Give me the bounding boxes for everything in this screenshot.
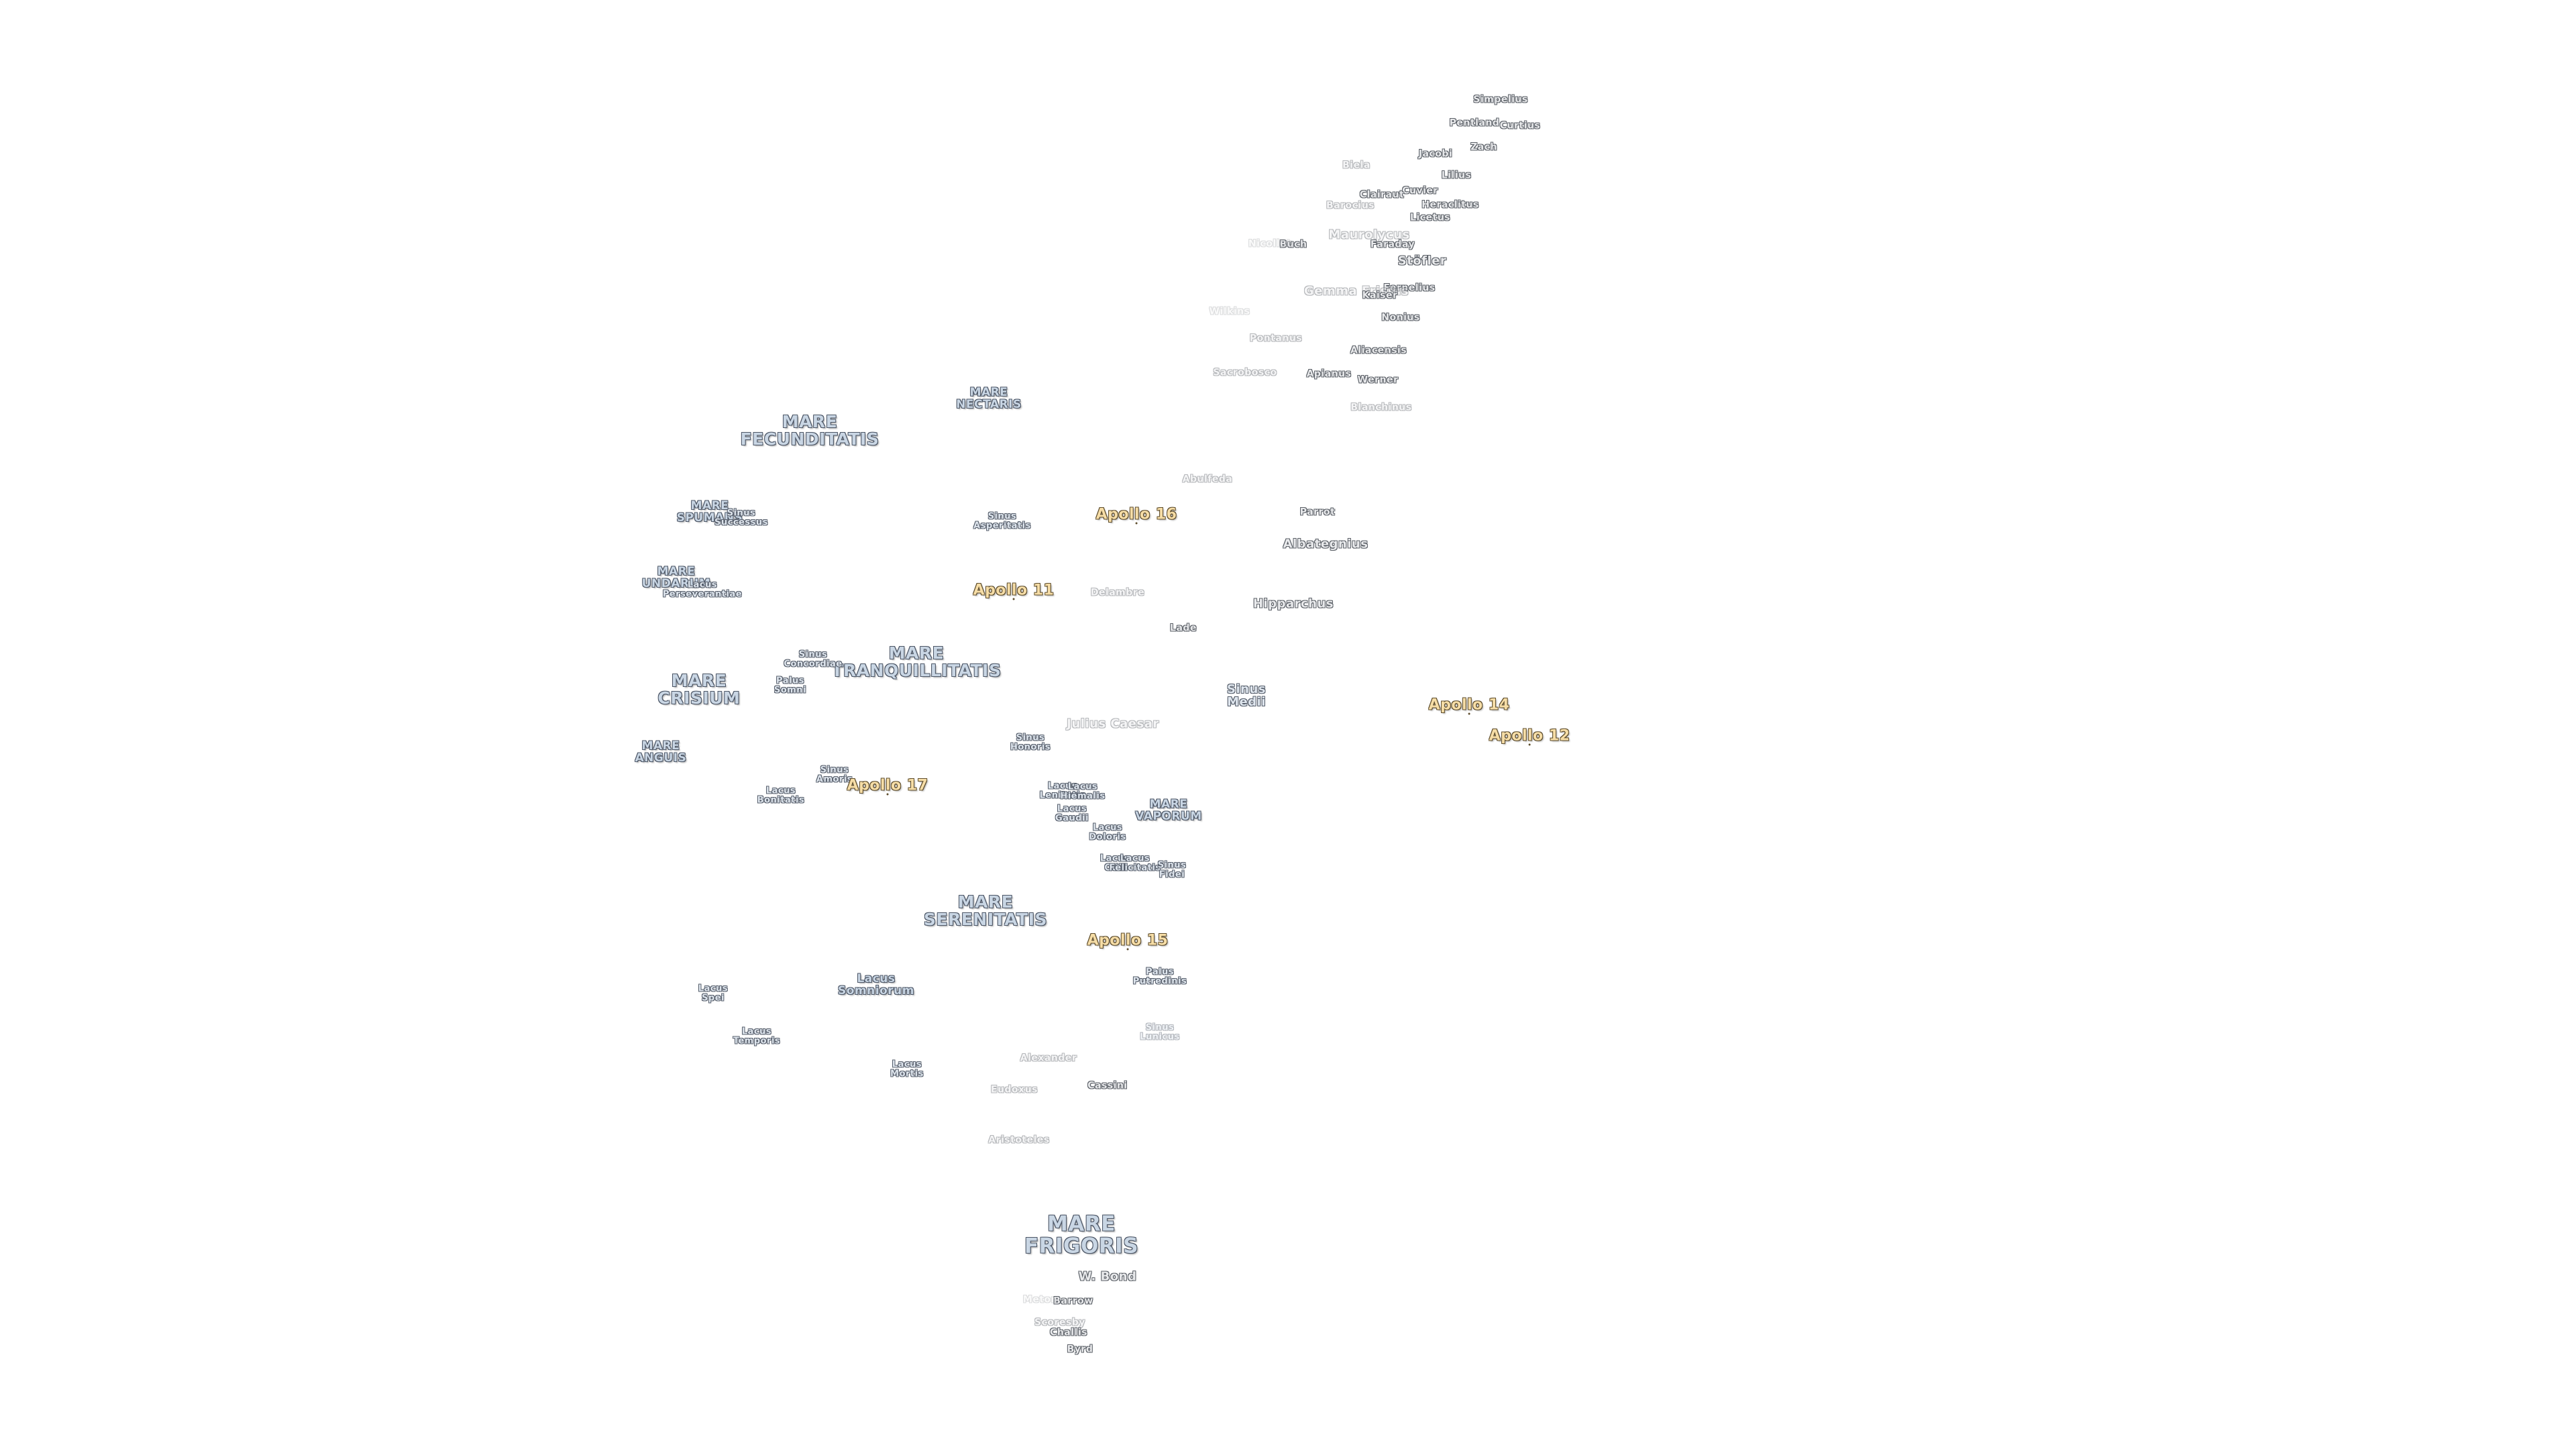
mare-undarum-label: MARE UNDARUM	[641, 565, 711, 590]
crater-biela-label: Biela	[1342, 160, 1371, 171]
crater-sacrobosco-label: Sacrobosco	[1213, 367, 1277, 378]
lacus-mortis-label: Lacus Mortis	[890, 1059, 924, 1079]
sinus-asperitatis-label: Sinus Asperitatis	[973, 511, 1031, 531]
crater-barrow-label: Barrow	[1053, 1295, 1093, 1307]
apollo-17-site[interactable]: Apollo 17	[847, 777, 928, 796]
mare-frigoris-label: MARE FRIGORIS	[1024, 1212, 1139, 1258]
crater-apianus-label: Apianus	[1306, 368, 1352, 380]
crater-nonius-label: Nonius	[1381, 312, 1420, 323]
crater-abulfeda-label: Abulfeda	[1182, 474, 1233, 485]
crater-blanchinus-label: Blanchinus	[1350, 402, 1412, 413]
sinus-honoris-label: Sinus Honoris	[1010, 733, 1051, 752]
mare-nectaris-label: MARE NECTARIS	[956, 386, 1022, 411]
crater-licetus-label: Licetus	[1409, 212, 1451, 223]
crater-curtius-label: Curtius	[1499, 120, 1541, 131]
crater-lade-label: Lade	[1170, 623, 1197, 634]
lacus-perseverantiae-label: Lacus Perseverantiae	[662, 580, 743, 599]
sinus-successus-label: Sinus Successus	[714, 508, 768, 527]
sinus-amoris-label: Sinus Amoris	[816, 765, 853, 784]
crater-buch-label: Buch	[1279, 239, 1307, 250]
crater-julius-caesar-label: Julius Caesar	[1067, 716, 1159, 731]
crater-parrot-label: Parrot	[1299, 506, 1336, 518]
crater-barocius-label: Barocius	[1326, 200, 1375, 211]
crater-aliacensis-label: Aliacensis	[1350, 345, 1407, 356]
apollo-14-site[interactable]: Apollo 14	[1428, 696, 1510, 715]
crater-meton-label: Meton	[1022, 1294, 1059, 1305]
crater-pentland-label: Pentland	[1449, 117, 1500, 129]
crater-delambre-label: Delambre	[1090, 587, 1145, 598]
crater-zach-label: Zach	[1470, 142, 1497, 153]
sinus-fidei-label: Sinus Fidei	[1157, 860, 1187, 879]
sinus-medii-label: Sinus Medii	[1227, 682, 1266, 709]
lacus-gaudii-label: Lacus Gaudii	[1055, 804, 1089, 823]
mare-anguis-label: MARE ANGUIS	[635, 739, 687, 765]
crater-stofler-label: Stöfler	[1397, 254, 1447, 268]
crater-heraclitus-label: Heraclitus	[1421, 199, 1479, 211]
lacus-doloris-label: Lacus Doloris	[1089, 822, 1126, 842]
crater-jacobi-label: Jacobi	[1418, 148, 1453, 160]
crater-lilius-label: Lilius	[1441, 170, 1472, 181]
lacus-spei-label: Lacus Spei	[698, 983, 729, 1003]
crater-faraday-label: Faraday	[1370, 239, 1415, 250]
mare-tranquillitatis-label: MARE TRANQUILLITATIS	[831, 643, 1002, 680]
crater-fernelius-label: Fernelius	[1383, 282, 1436, 294]
mare-vaporum-label: MARE VAPORUM	[1135, 798, 1202, 823]
crater-challis-label: Challis	[1050, 1327, 1087, 1338]
crater-wilkins-label: Wilkins	[1209, 306, 1250, 317]
apollo-11-site[interactable]: Apollo 11	[973, 582, 1055, 600]
lacus-hiemalis-label: Lacus Hiemalis	[1060, 782, 1106, 801]
lacus-felicitatis-label: Lacus Felicitatis	[1109, 853, 1161, 873]
lacus-odii-label: Lacus Odii	[1099, 853, 1130, 873]
crater-pontanus-label: Pontanus	[1249, 333, 1303, 344]
apollo-12-site[interactable]: Apollo 12	[1489, 727, 1570, 746]
crater-clairaut-label: Clairaut	[1359, 189, 1405, 201]
crater-scoresby-label: Scoresby	[1034, 1317, 1085, 1328]
lacus-bonitatis-label: Lacus Bonitatis	[757, 786, 805, 805]
crater-albategnius-label: Albategnius	[1283, 537, 1368, 551]
crater-nicollet-label: Nicollet	[1248, 238, 1292, 250]
crater-alexander-label: Alexander	[1020, 1053, 1077, 1064]
crater-cassini-label: Cassini	[1087, 1080, 1128, 1091]
lacus-lenitatis-label: Lacus Lenitatis	[1039, 781, 1086, 800]
sinus-concordiae-label: Sinus Concordiae	[784, 649, 843, 669]
crater-w-bond-label: W. Bond	[1078, 1269, 1137, 1284]
mare-spumans-label: MARE SPUMANS	[676, 499, 743, 525]
apollo-15-site[interactable]: Apollo 15	[1087, 932, 1169, 951]
crater-aristoteles-label: Aristoteles	[988, 1134, 1050, 1146]
crater-eudoxus-label: Eudoxus	[991, 1084, 1038, 1095]
palus-somni-label: Palus Somni	[773, 676, 807, 695]
crater-byrd-label: Byrd	[1067, 1344, 1093, 1355]
lacus-somniorum-label: Lacus Somniorum	[838, 972, 914, 998]
lacus-temporis-label: Lacus Temporis	[733, 1026, 781, 1046]
crater-kaiser-label: Kaiser	[1362, 290, 1398, 301]
mare-serenitatis-label: MARE SERENITATIS	[923, 892, 1048, 929]
crater-maurolycus-label: Maurolycus	[1328, 227, 1410, 242]
palus-putredinis-label: Palus Putredinis	[1132, 967, 1187, 986]
mare-fecunditatis-label: MARE FECUNDITATIS	[740, 411, 879, 449]
crater-gemma-frisius-label: Gemma Frisius	[1303, 284, 1409, 299]
sinus-lunicus-label: Sinus Lunicus	[1140, 1022, 1180, 1042]
crater-simpelius-label: Simpelius	[1473, 94, 1528, 105]
mare-crisium-label: MARE CRISIUM	[657, 670, 741, 708]
crater-hipparchus-label: Hipparchus	[1252, 596, 1334, 611]
apollo-16-site[interactable]: Apollo 16	[1095, 506, 1177, 525]
crater-cuvier-label: Cuvier	[1402, 185, 1438, 197]
crater-werner-label: Werner	[1357, 374, 1399, 386]
